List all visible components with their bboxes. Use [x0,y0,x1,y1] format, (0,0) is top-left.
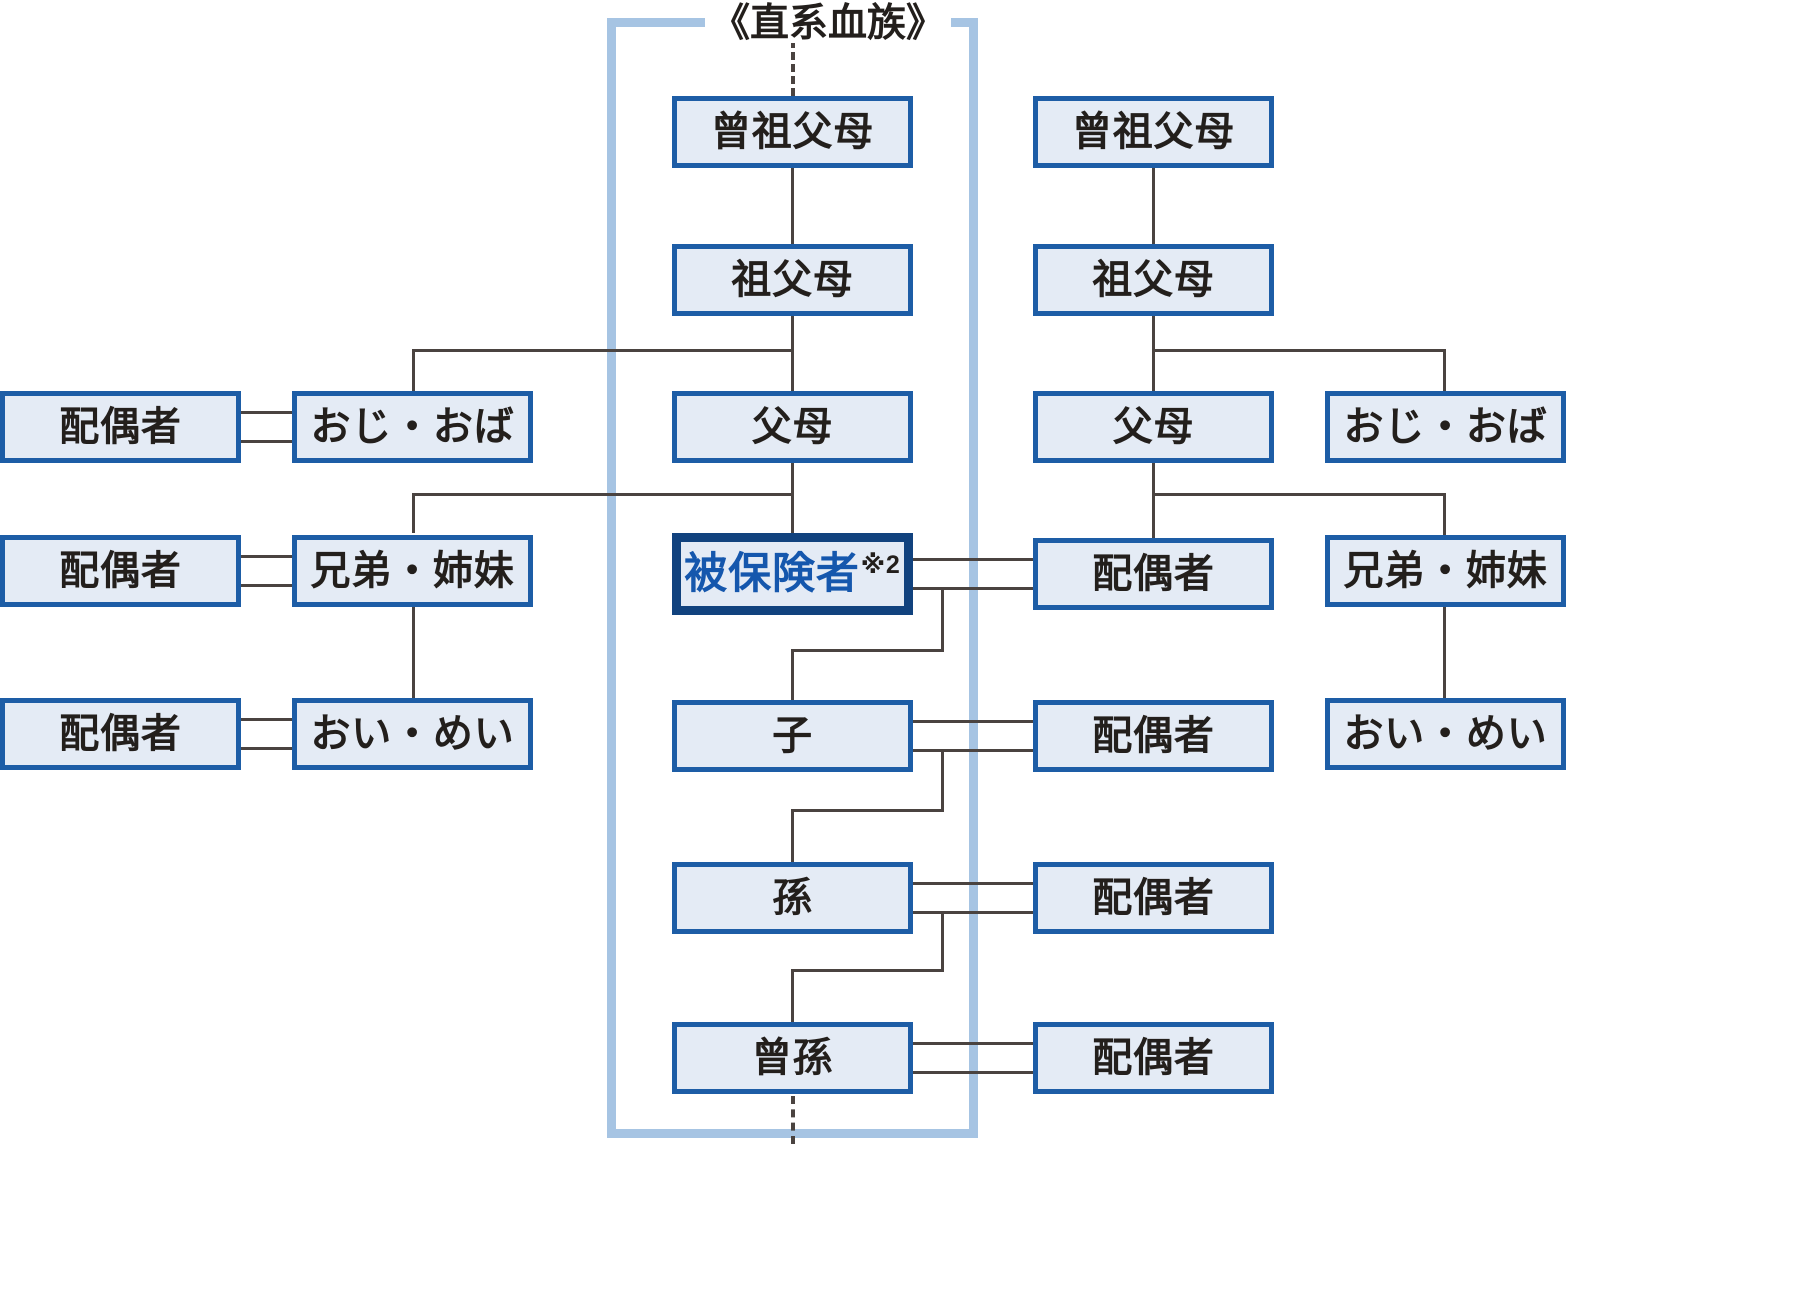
line-ggp-to-gp-right [1152,168,1155,244]
line-gp-branch-right-drop [1443,349,1446,391]
line-self-to-child-drop [791,649,794,700]
marriage-line-ggc-spouse [913,1042,1033,1074]
node-grandchild-center[interactable]: 孫 [672,862,913,934]
marriage-line-nephew-niece-left [241,718,292,750]
line-gp-branch-left [412,349,793,352]
line-grandchild-to-ggc-horizontal [791,969,944,972]
marriage-line-self-spouse [913,558,1033,590]
insured-person-note: ※2 [860,550,901,579]
marriage-line-child-spouse [913,720,1033,752]
line-parents-branch-left-drop [412,493,415,533]
node-nephew-niece-right[interactable]: おい・めい [1325,698,1566,770]
ancestry-continuation-dash-top [791,40,795,96]
node-uncle-aunt-left[interactable]: おじ・おば [292,391,533,463]
line-gp-to-parents-right [1152,316,1155,391]
line-gp-to-parents-center [791,316,794,391]
line-gp-branch-left-drop [412,349,415,391]
node-insured-person[interactable]: 被保険者※2 [672,533,913,615]
line-parents-to-spouse-right [1152,463,1155,538]
line-child-to-grandchild-drop [791,809,794,862]
node-nephew-niece-left[interactable]: おい・めい [292,698,533,770]
line-parents-branch-right-sibling-drop [1443,493,1446,535]
node-grandparents-right[interactable]: 祖父母 [1033,244,1274,316]
marriage-line-grandchild-spouse [913,882,1033,914]
node-sibling-right[interactable]: 兄弟・姉妹 [1325,535,1566,607]
node-great-grandchild-center[interactable]: 曾孫 [672,1022,913,1094]
node-great-grandparents-right[interactable]: 曾祖父母 [1033,96,1274,168]
line-sibling-to-nephew-left [412,607,415,698]
marriage-line-sibling-left [241,555,292,587]
node-spouse-of-sibling-left[interactable]: 配偶者 [0,535,241,607]
line-ggp-to-gp-center [791,168,794,244]
line-child-to-grandchild-vertical [941,752,944,812]
line-child-to-grandchild-horizontal [791,809,944,812]
line-grandchild-to-ggc-vertical [941,914,944,972]
node-sibling-left[interactable]: 兄弟・姉妹 [292,535,533,607]
line-parents-to-self-center [791,463,794,533]
node-spouse-of-nephew-niece-left[interactable]: 配偶者 [0,698,241,770]
line-gp-branch-right [1152,349,1445,352]
insured-person-label: 被保険者 [684,549,860,598]
descendant-continuation-dash-bottom [791,1096,795,1144]
node-grandparents-center[interactable]: 祖父母 [672,244,913,316]
node-spouse-of-great-grandchild[interactable]: 配偶者 [1033,1022,1274,1094]
node-great-grandparents-center[interactable]: 曾祖父母 [672,96,913,168]
node-child-center[interactable]: 子 [672,700,913,772]
line-self-to-child-horizontal [791,649,944,652]
marriage-line-uncle-aunt-left [241,411,292,443]
bracket-title: 《直系血族》 [705,4,952,43]
node-spouse-of-grandchild[interactable]: 配偶者 [1033,862,1274,934]
line-grandchild-to-ggc-drop [791,969,794,1022]
line-parents-branch-right [1152,493,1445,496]
node-parents-right[interactable]: 父母 [1033,391,1274,463]
node-spouse-of-uncle-aunt-left[interactable]: 配偶者 [0,391,241,463]
node-spouse-of-child[interactable]: 配偶者 [1033,700,1274,772]
line-self-to-child-vertical [941,590,944,652]
node-spouse-of-insured[interactable]: 配偶者 [1033,538,1274,610]
node-parents-center[interactable]: 父母 [672,391,913,463]
line-sibling-to-nephew-right [1443,607,1446,698]
node-uncle-aunt-right[interactable]: おじ・おば [1325,391,1566,463]
line-parents-branch-left [412,493,793,496]
bracket-top-left-segment [607,18,707,27]
